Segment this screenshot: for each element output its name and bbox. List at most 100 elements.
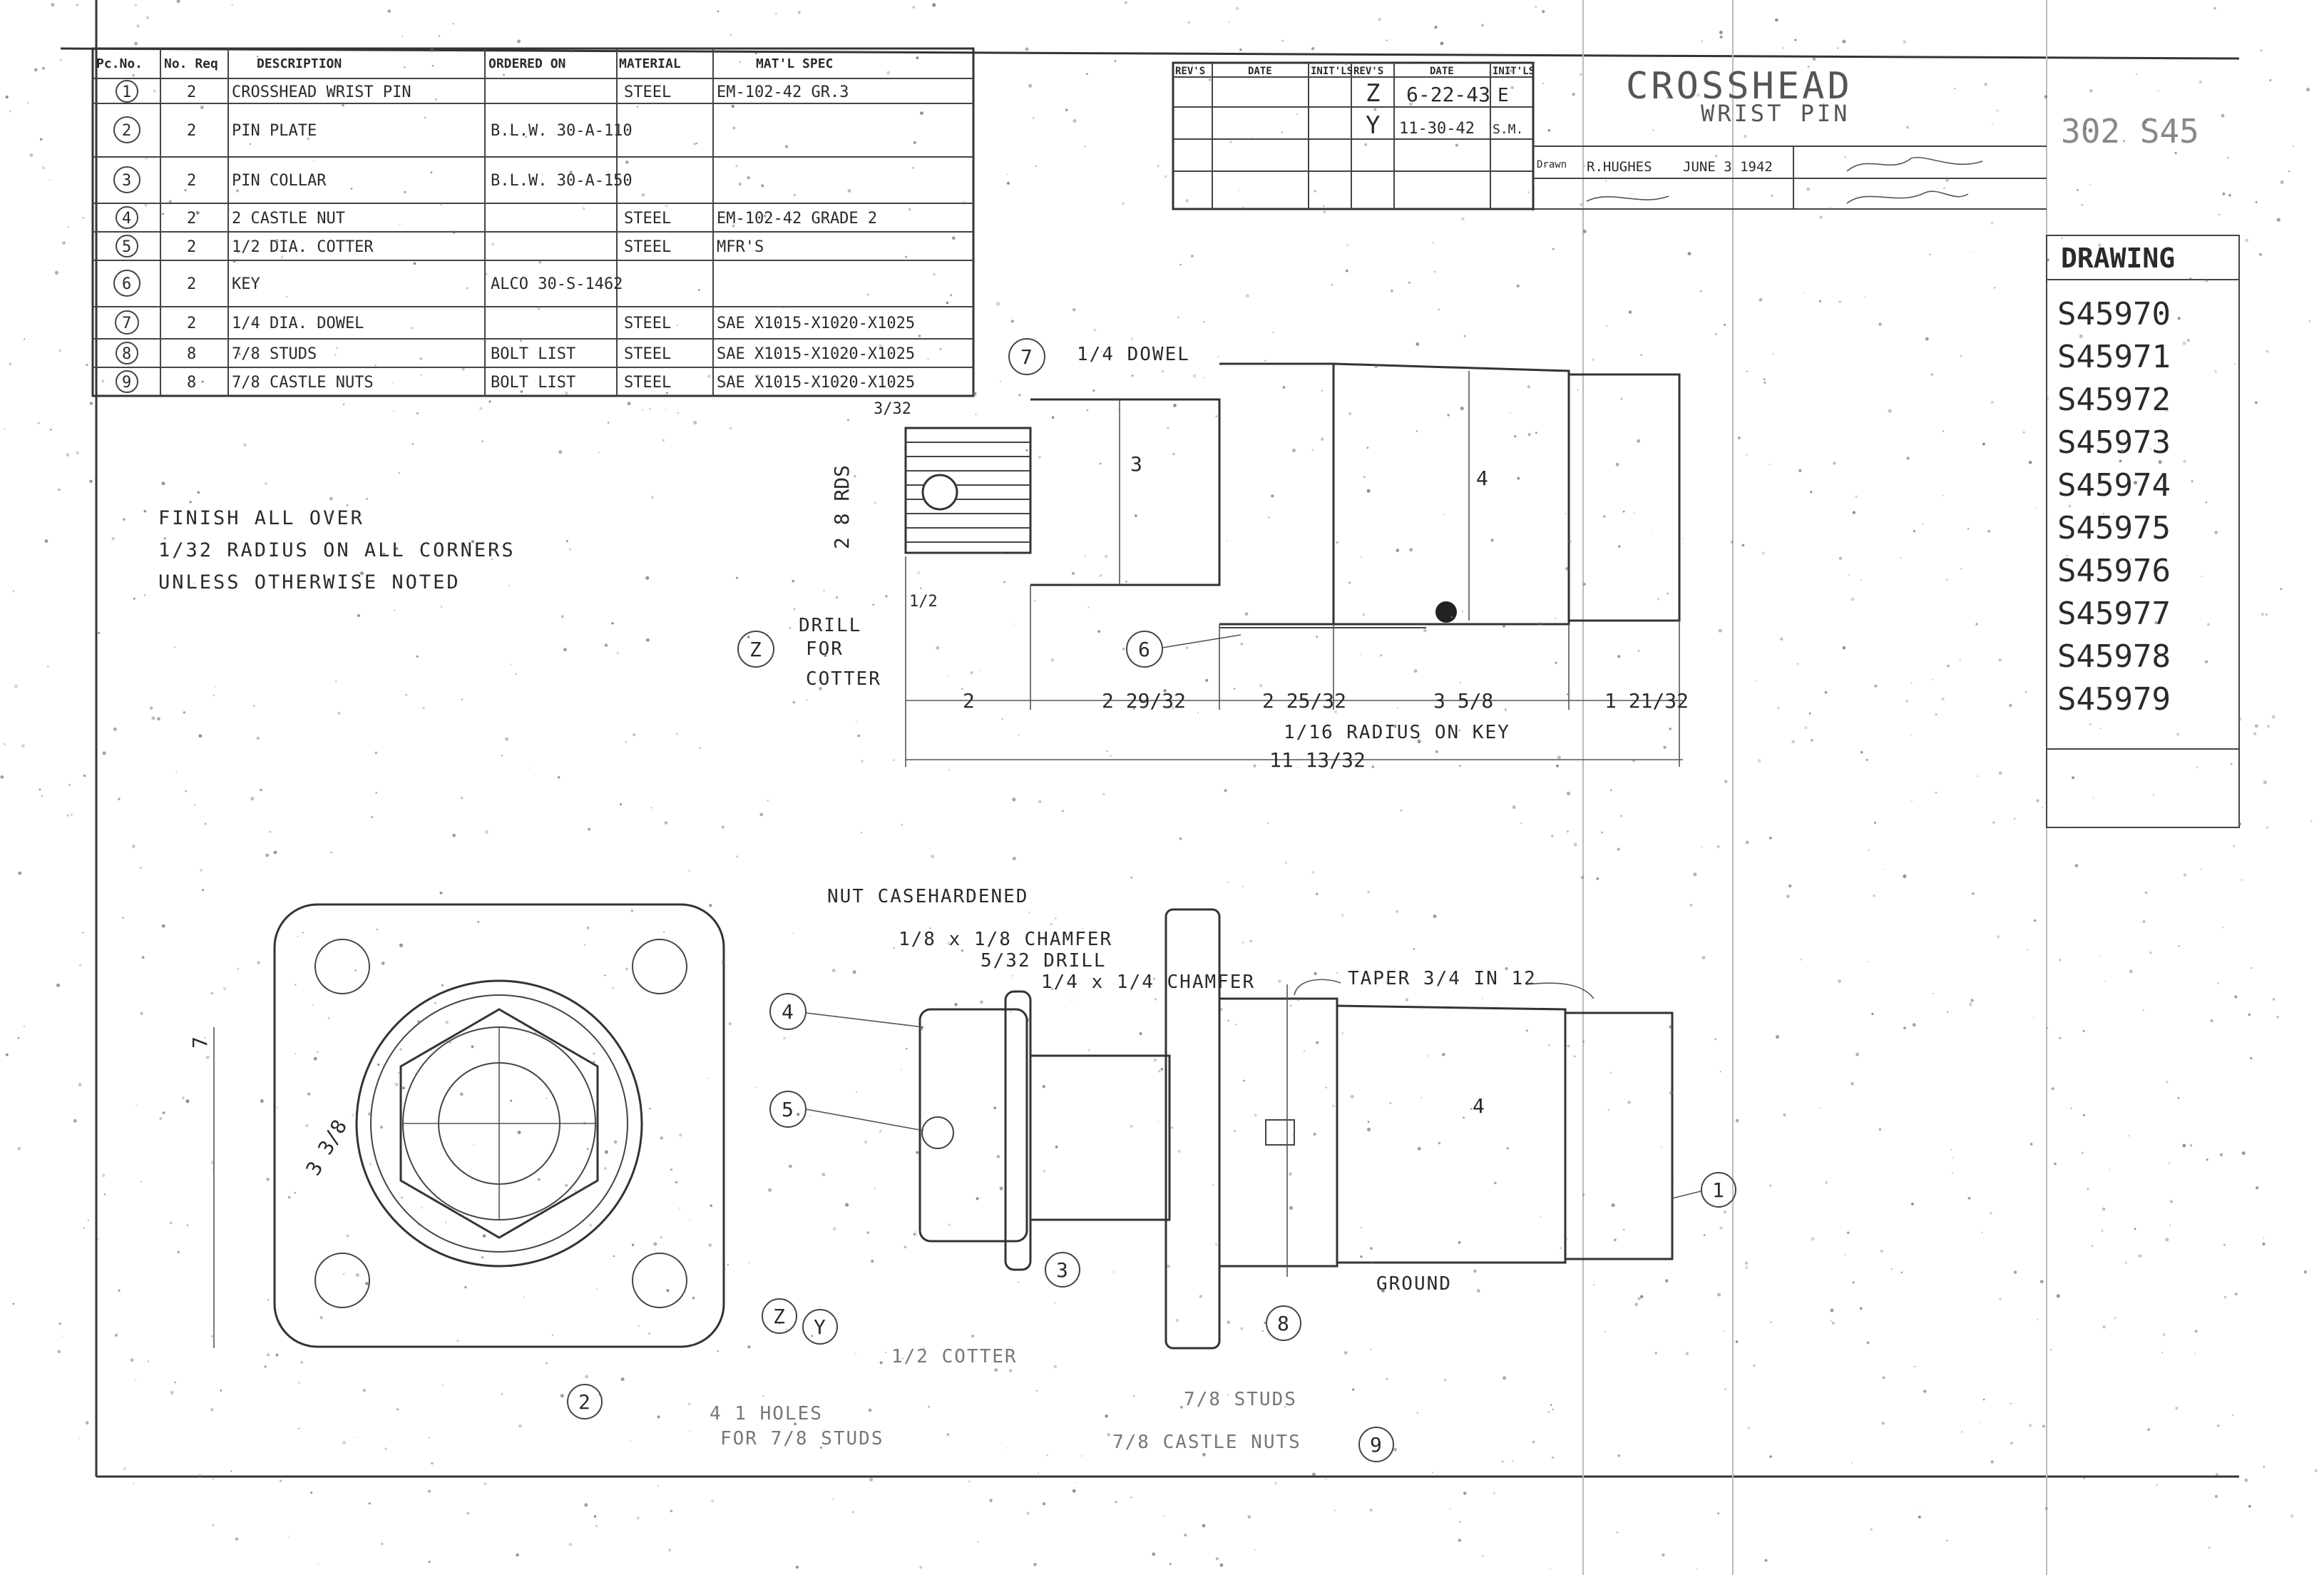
- bom-spec: SAE X1015-X1020-X1025: [717, 315, 915, 332]
- drawing-number: S45977: [2057, 596, 2171, 632]
- bom-material: STEEL: [624, 315, 671, 332]
- dim-overall: 11 13/32: [1269, 748, 1366, 772]
- bom-pc: 3: [122, 172, 131, 190]
- drawing-number: S45974: [2057, 467, 2171, 504]
- bom-material: STEEL: [624, 345, 671, 363]
- dot-mark: [1435, 601, 1457, 623]
- drawing-number: S45971: [2057, 339, 2171, 375]
- dim-small: 3/32: [874, 400, 911, 418]
- bom-desc: KEY: [232, 275, 260, 293]
- rev-initials: S.M.: [1493, 122, 1523, 137]
- dim-rounds: 2 8 RDS: [830, 465, 854, 549]
- note-holes: 4 1 HOLES: [710, 1403, 823, 1424]
- pin-collar-step: [1030, 398, 1221, 586]
- stud-hole: [314, 939, 370, 994]
- bom-pc: 5: [122, 238, 131, 256]
- bom-req: 2: [187, 122, 196, 140]
- drawing-subtitle: WRIST PIN: [1701, 100, 1850, 127]
- callout-bubble: Z: [749, 638, 762, 661]
- pin-plate-edge: [1164, 908, 1221, 1350]
- drawing-number: S45978: [2057, 638, 2171, 675]
- bom-header-pc: Pc.No.: [96, 56, 143, 71]
- general-notes: FINISH ALL OVER 1/32 RADIUS ON ALL CORNE…: [158, 507, 513, 593]
- bom-req: 2: [187, 315, 196, 332]
- bom-desc: 2 CASTLE NUT: [232, 210, 345, 228]
- note-cotter: 1/2 COTTER: [891, 1346, 1018, 1367]
- title-block: CROSSHEAD WRIST PIN Drawn R.HUGHES JUNE …: [1532, 63, 2199, 210]
- rev-header: INIT'LS: [1311, 66, 1353, 77]
- dim-seg-5: 1 21/32: [1604, 689, 1689, 713]
- callout-bubble: 4: [782, 1000, 794, 1024]
- note-drill: COTTER: [806, 668, 881, 690]
- bom-desc: CROSSHEAD WRIST PIN: [232, 83, 411, 101]
- callout-bubble: 1: [1712, 1178, 1724, 1202]
- bom-desc: 1/2 DIA. COTTER: [232, 238, 374, 256]
- bom-req: 8: [187, 345, 196, 363]
- note-line: FINISH ALL OVER: [158, 507, 364, 529]
- signature-mark: [1846, 190, 1969, 204]
- note-drill-small: 5/32 DRILL: [981, 950, 1107, 972]
- callout-bubble: Y: [814, 1315, 826, 1339]
- dim-dia-4-lower: 4: [1473, 1094, 1485, 1118]
- dim-seg-3: 2 25/32: [1262, 689, 1346, 713]
- rev-header: DATE: [1248, 66, 1272, 77]
- signature-mark: [1846, 157, 1983, 172]
- wrist-pin-view: 2 2 29/32 2 25/32 3 5/8 1 21/32 11 13/32…: [737, 338, 1689, 772]
- bom-material: STEEL: [624, 83, 671, 101]
- bom-spec: EM-102-42 GR.3: [717, 83, 849, 101]
- note-line: UNLESS OTHERWISE NOTED: [158, 571, 461, 593]
- note-ground: GROUND: [1376, 1273, 1452, 1295]
- bom-ordered: B.L.W. 30-A-110: [491, 122, 633, 140]
- drawing-list-header: DRAWING: [2061, 243, 2175, 274]
- note-nut-casehardened: NUT CASEHARDENED: [827, 886, 1028, 907]
- bom-pc: 4: [122, 210, 131, 228]
- bom-material: STEEL: [624, 374, 671, 392]
- dim-bolt-circle: 3 3/8: [301, 1116, 352, 1180]
- bom-desc: PIN PLATE: [232, 122, 317, 140]
- pin-collar: [1004, 990, 1032, 1271]
- bom-material: STEEL: [624, 210, 671, 228]
- bom-req: 2: [187, 172, 196, 190]
- bom-spec: EM-102-42 GRADE 2: [717, 210, 877, 228]
- bom-ordered: BOLT LIST: [491, 374, 575, 392]
- bom-ordered: B.L.W. 30-A-150: [491, 172, 633, 190]
- bom-pc: 6: [122, 275, 131, 293]
- bom-pc: 1: [122, 83, 131, 101]
- pin-main-body: [1333, 362, 1570, 626]
- callout-bubble: 3: [1056, 1258, 1068, 1282]
- pin-shoulder: [1219, 362, 1335, 626]
- bom-ordered: ALCO 30-S-1462: [491, 275, 623, 293]
- bom-req: 2: [187, 275, 196, 293]
- note-castle-nuts: 7/8 CASTLE NUTS: [1112, 1432, 1301, 1453]
- cotter-pin: [921, 1116, 954, 1149]
- rev-header: DATE: [1430, 66, 1454, 77]
- bom-header-description: DESCRIPTION: [257, 56, 342, 71]
- drawing-number: S45976: [2057, 553, 2171, 589]
- callout-bubble: 9: [1370, 1433, 1382, 1457]
- bom-spec: SAE X1015-X1020-X1025: [717, 345, 915, 363]
- callout-bubble: 5: [782, 1098, 794, 1121]
- dim-dia-4: 4: [1476, 467, 1488, 490]
- bom-desc: 7/8 CASTLE NUTS: [232, 374, 374, 392]
- bom-header-spec: MAT'L SPEC: [756, 56, 833, 71]
- bom-spec: SAE X1015-X1020-X1025: [717, 374, 915, 392]
- drawn-date: JUNE 3 1942: [1683, 159, 1773, 175]
- plate-outline: [273, 903, 725, 1348]
- dim-dia-3: 3: [1130, 452, 1142, 476]
- signature-mark: [1586, 195, 1669, 202]
- sheet-border: [60, 0, 2240, 1575]
- bom-req: 2: [187, 238, 196, 256]
- dim-dia-7: 7: [188, 1036, 212, 1049]
- note-radius-on-key: 1/16 RADIUS ON KEY: [1284, 722, 1510, 743]
- bom-desc: PIN COLLAR: [232, 172, 327, 190]
- bom-pc: 7: [122, 315, 131, 332]
- rev-initials: E: [1498, 85, 1509, 106]
- callout-bubble: Z: [773, 1305, 785, 1328]
- key-slot: [1265, 1119, 1295, 1146]
- bom-pc: 2: [122, 122, 131, 140]
- note-chamfer-2: 1/4 x 1/4 CHAMFER: [1041, 972, 1255, 993]
- dim-seg-1: 2: [963, 689, 975, 713]
- bom-desc: 1/4 DIA. DOWEL: [232, 315, 364, 332]
- callout-bubble: 7: [1020, 345, 1033, 369]
